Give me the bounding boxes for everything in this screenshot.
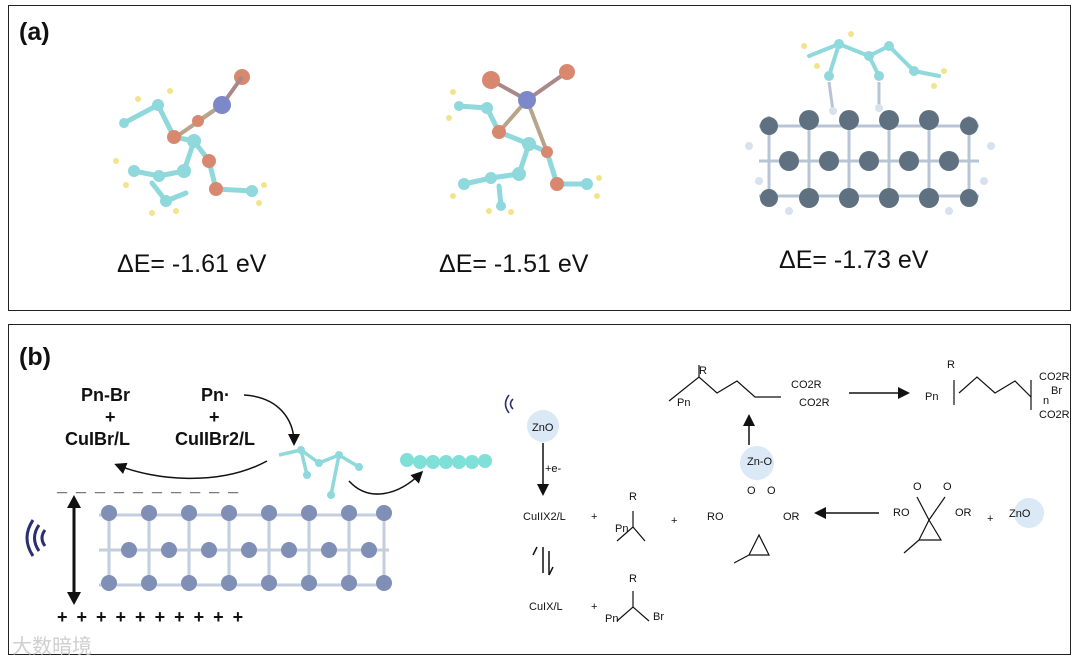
panel-b-label: (b)	[19, 343, 51, 371]
surface-negative: _ _ _ _ _ _ _ _ _ _	[57, 475, 241, 495]
r-label-3: R	[699, 365, 707, 377]
plus-4: +	[591, 601, 598, 613]
atrp-arrows	[25, 394, 514, 605]
co2r-label-3: CO2R	[1039, 371, 1070, 383]
n-label: n	[1043, 395, 1050, 407]
energy-3: ΔE= -1.73 eV	[779, 246, 929, 274]
cu1-br-label: CuIBr/L	[65, 429, 130, 449]
plus-5: +	[671, 515, 678, 527]
surface-positive: + + + + + + + + + +	[57, 607, 246, 627]
zno-label-2: ZnO	[1009, 508, 1031, 520]
co2r-label-4: CO2R	[1039, 409, 1070, 421]
cu2-br2-label: CuIIBr2/L	[175, 429, 256, 449]
o-label-3: O	[913, 481, 922, 493]
o-label-4: O	[943, 481, 952, 493]
pn-label-3: Pn	[677, 397, 691, 409]
molecule-2	[446, 64, 602, 215]
pn-label-2: Pn	[605, 613, 619, 625]
o-label-2: O	[767, 485, 776, 497]
panel-a-label: (a)	[19, 18, 50, 46]
pn-radical-label: Pn·	[201, 385, 230, 405]
energy-1: ΔE= -1.61 eV	[117, 250, 267, 278]
plus-1: +	[105, 407, 116, 427]
surface-slab-a	[745, 31, 995, 215]
plus-6: +	[987, 513, 994, 525]
co2r-label-1: CO2R	[791, 379, 822, 391]
r-label-2: R	[629, 573, 637, 585]
co2r-label-2: CO2R	[799, 397, 830, 409]
br-label-2: Br	[1051, 385, 1062, 397]
energy-2: ΔE= -1.51 eV	[439, 250, 589, 278]
o-label-1: O	[747, 485, 756, 497]
cu2x2-label: CuIIX2/L	[523, 511, 566, 523]
r-label-1: R	[629, 491, 637, 503]
zn-o-label: Zn-O	[747, 456, 773, 468]
panel-b: (b) Pn-Br + CuIBr/L Pn· + CuIIBr2/L	[8, 324, 1071, 655]
electron-label: +e-	[545, 463, 562, 475]
watermark: 大数暗境	[12, 636, 92, 658]
or-label-2: OR	[955, 507, 972, 519]
r-label-4: R	[947, 359, 955, 371]
molecule-1	[113, 69, 267, 216]
ro-label-1: RO	[707, 511, 724, 523]
mechanism-scheme	[527, 365, 1044, 622]
br-label-1: Br	[653, 611, 664, 623]
panel-a: (a)	[8, 5, 1071, 311]
pn-br-label: Pn-Br	[81, 385, 130, 405]
ro-label-2: RO	[893, 507, 910, 519]
pn-label-1: Pn	[615, 523, 629, 535]
pn-label-4: Pn	[925, 391, 939, 403]
or-label-1: OR	[783, 511, 800, 523]
plus-3: +	[591, 511, 598, 523]
cu1x-label: CuIX/L	[529, 601, 563, 613]
plus-2: +	[209, 407, 220, 427]
zno-label-1: ZnO	[532, 422, 554, 434]
